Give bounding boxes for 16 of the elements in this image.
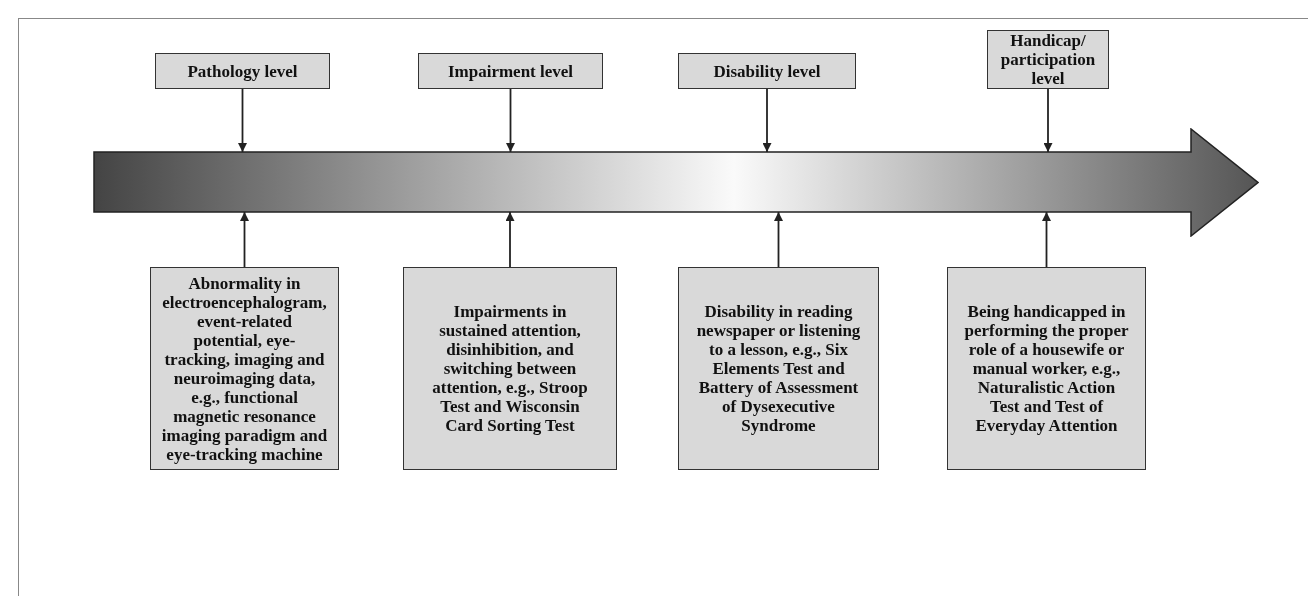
text-box: Handicap/ participation level [987,30,1109,89]
text-box: Impairments in sustained attention, disinhibition, and switching between attention, e.g., Stroop Test and Wisconsin Card Sorting Test [403,267,617,470]
text-box: Abnormality in electroencephalogram, event-related potential, eye-tracking, imaging and neuroimaging data, e.g., functional magnetic resonance imaging paradigm and eye-tracking machine [150,267,339,470]
text-box: Disability in reading newspaper or listening to a lesson, e.g., Six Elements Test and Battery of Assessment of Dysexecutive Syndrome [678,267,879,470]
arrow [1043,88,1053,153]
arrow [238,88,247,153]
arrow [762,88,772,153]
text-box: Impairment level [418,53,603,89]
arrow [506,88,515,153]
text-box: Disability level [678,53,856,89]
arrow [1042,211,1051,268]
arrow [240,211,249,268]
text-box: Pathology level [155,53,330,89]
text-box: Being handicapped in performing the proper role of a housewife or manual worker, e.g., Naturalistic Action Test and Test of Everyday Attention [947,267,1146,470]
arrow [505,211,515,268]
arrow [774,211,783,268]
